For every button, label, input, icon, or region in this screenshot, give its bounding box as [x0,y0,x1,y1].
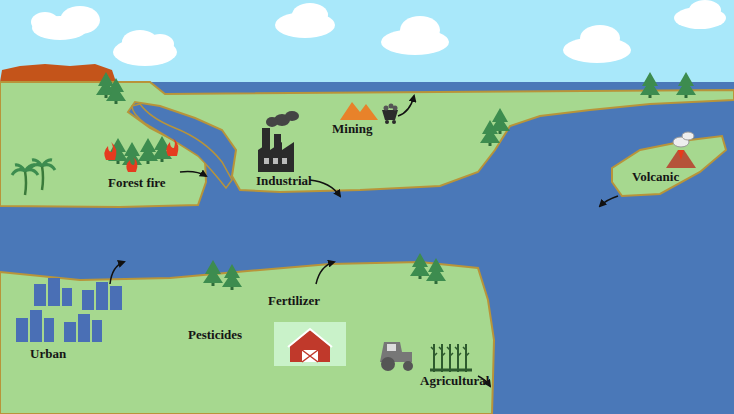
crops-icon [430,344,472,372]
forest-fire-icon [104,136,178,172]
trees [12,72,696,290]
rocks [0,64,116,82]
industrial-label: Industrial [256,174,312,188]
factory-icon [258,111,299,172]
barn-icon [274,322,346,366]
mining-label: Mining [332,122,372,136]
forest-fire-label: Forest fire [108,176,166,190]
fertilizer-label: Fertilizer [268,294,320,308]
volcano-icon [666,132,696,168]
clouds [31,0,726,66]
lower-land [0,262,494,414]
mining-icon [340,102,398,124]
sky [0,0,734,82]
agricultural-label: Agricultural [420,374,489,388]
island [612,136,726,196]
flow-arrows [110,96,618,386]
pesticides-label: Pesticides [188,328,242,342]
urban-label: Urban [30,347,66,361]
city-icon [16,278,122,342]
tractor-icon [380,342,413,371]
volcanic-label: Volcanic [632,170,679,184]
